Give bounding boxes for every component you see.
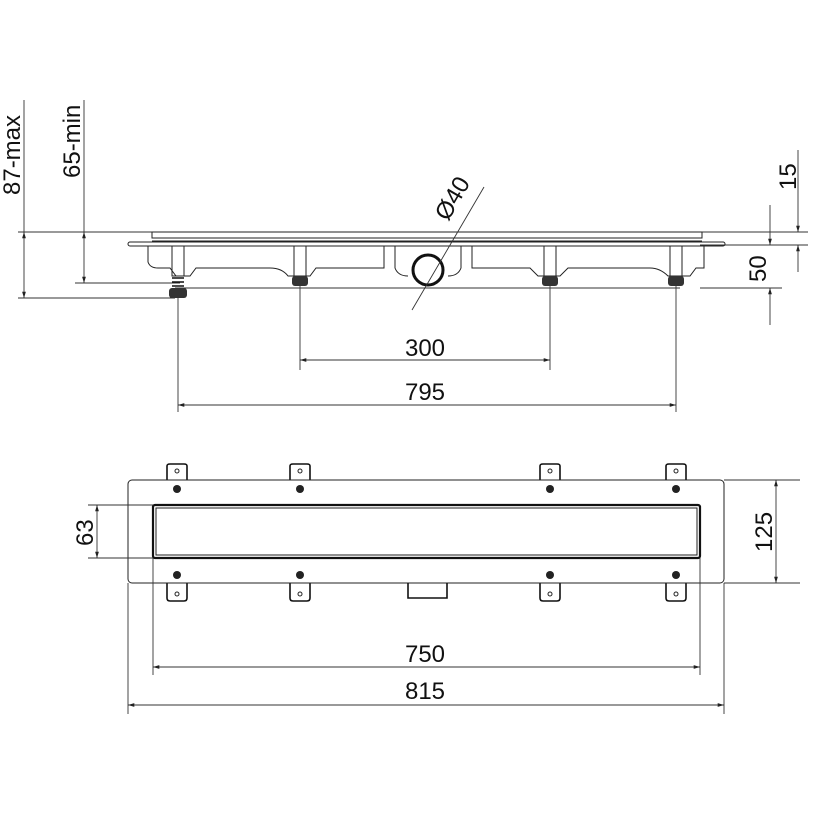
dim-grate-length: 750 bbox=[405, 641, 445, 668]
grate bbox=[151, 503, 702, 560]
leveling-foot bbox=[292, 245, 308, 286]
dim-min-height: 65-min bbox=[59, 105, 86, 178]
dim-grate-height: 15 bbox=[775, 163, 802, 190]
dim-grate-width: 63 bbox=[72, 519, 99, 546]
leveling-foot bbox=[169, 245, 187, 298]
outlet-pipe bbox=[411, 253, 445, 287]
dim-max-height: 87-max bbox=[0, 115, 26, 195]
dim-overall-width: 125 bbox=[751, 512, 778, 552]
side-view: 87-max 65-min Ø40 15 50 300 795 bbox=[0, 100, 808, 412]
leveling-foot bbox=[542, 245, 558, 286]
outlet bbox=[407, 583, 448, 599]
drain-body-side bbox=[127, 186, 726, 311]
dim-outer-feet: 795 bbox=[405, 379, 445, 406]
dim-overall-length: 815 bbox=[405, 678, 445, 705]
leveling-foot bbox=[668, 245, 684, 286]
dim-inner-feet: 300 bbox=[405, 335, 445, 362]
drain-plate bbox=[127, 479, 725, 584]
dim-outlet-diameter: Ø40 bbox=[430, 172, 476, 225]
top-view: 63 125 750 815 bbox=[72, 463, 800, 714]
dim-body-height: 50 bbox=[745, 255, 772, 282]
